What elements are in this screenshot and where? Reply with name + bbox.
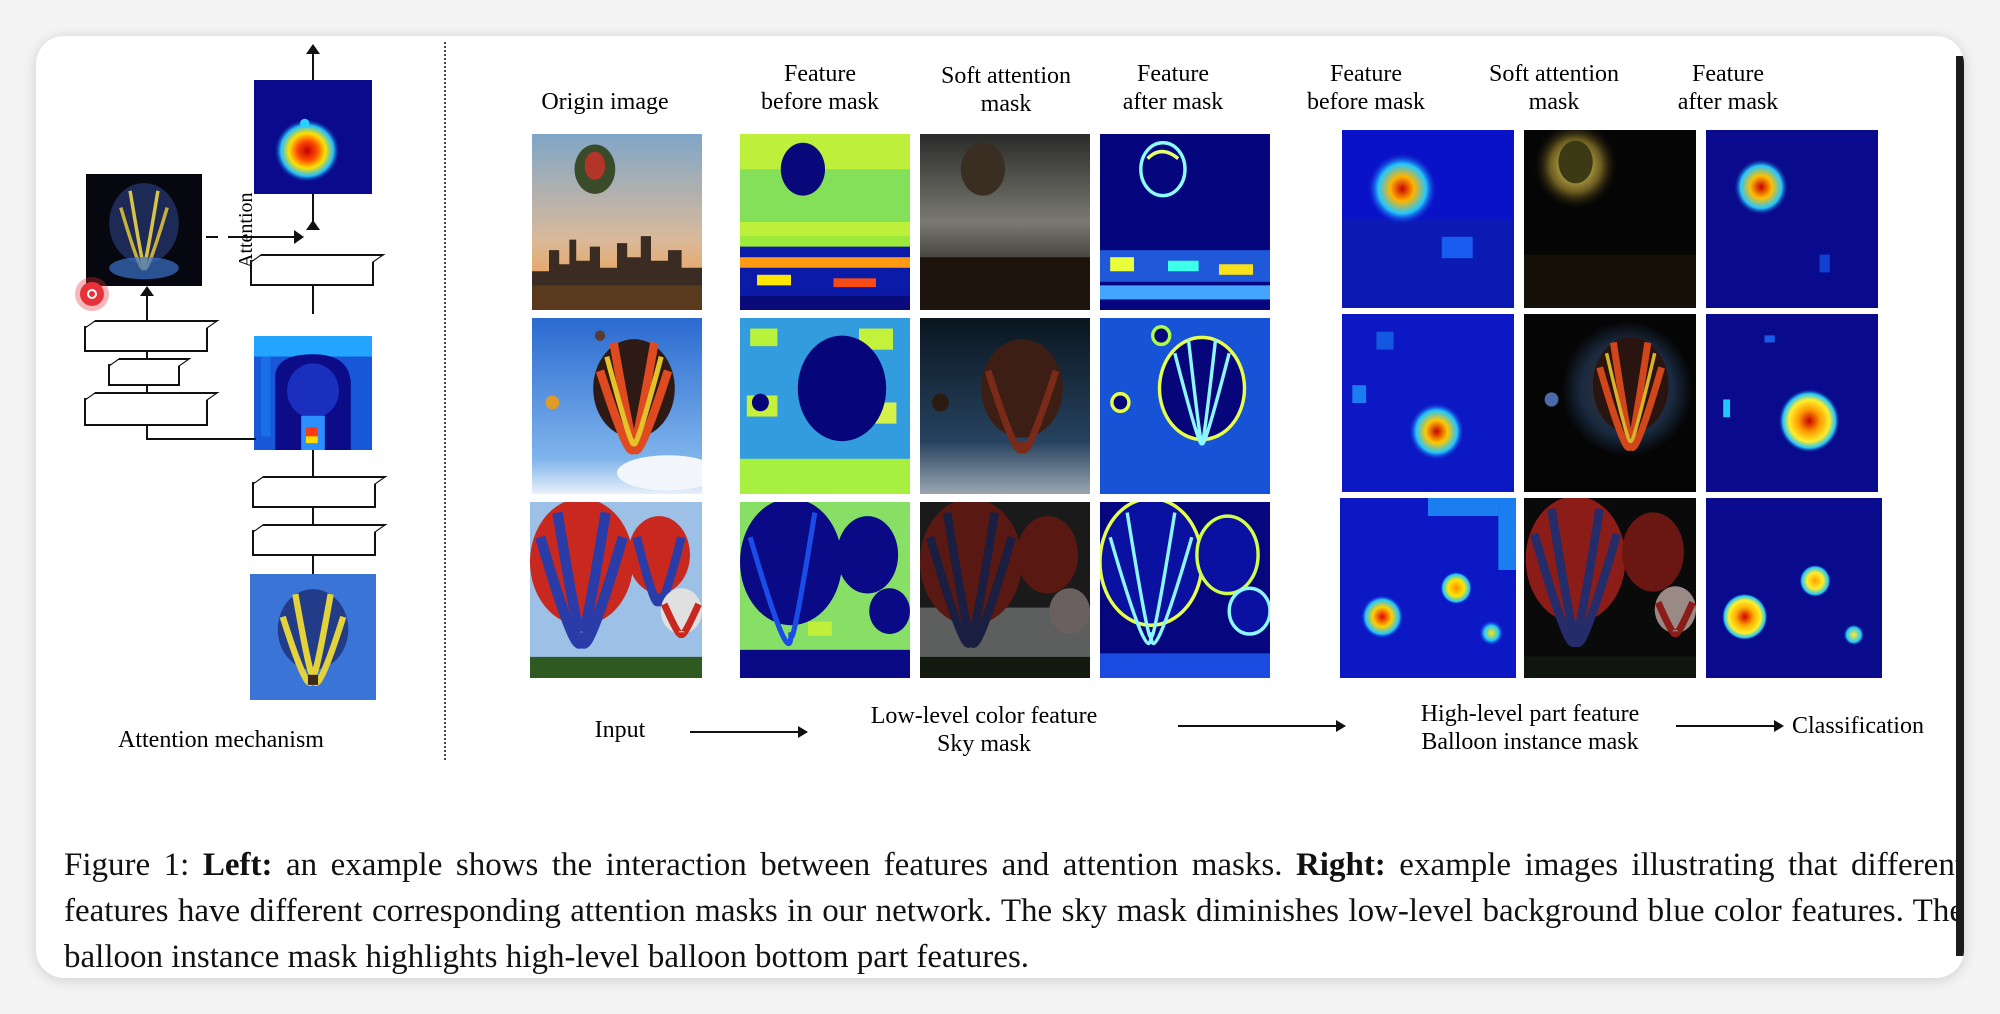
feature-before-mask-highlevel xyxy=(1342,314,1514,492)
feature-after-mask-highlevel xyxy=(1706,130,1878,308)
feature-after-mask-highlevel xyxy=(1706,498,1882,678)
pipeline-arrow xyxy=(1178,725,1338,727)
feature-before-mask-lowlevel xyxy=(740,502,910,678)
pipeline-input: Input xyxy=(594,717,646,743)
column-header: Origin image xyxy=(541,89,669,115)
feature-after-mask-highlevel xyxy=(1706,314,1878,492)
feature-after-mask-lowlevel xyxy=(1100,502,1270,678)
figure-caption: Figure 1: Left: an example shows the int… xyxy=(64,847,1964,975)
layer-block xyxy=(250,260,374,286)
feature-before-mask-lowlevel xyxy=(740,134,910,310)
origin-image-cityscape xyxy=(532,134,702,310)
attention-mask-heatmap xyxy=(254,336,372,450)
layer-block xyxy=(84,398,208,426)
output-arrow-line xyxy=(312,52,314,82)
left-panel-title: Attention mechanism xyxy=(118,727,324,753)
attention-input-image xyxy=(86,174,202,286)
soft-attention-mask-sky xyxy=(920,318,1090,494)
feature-after-mask-lowlevel xyxy=(1100,134,1270,310)
soft-attention-mask-sky xyxy=(920,502,1090,678)
balloon-input-image xyxy=(250,574,376,700)
soft-attention-mask-balloon xyxy=(1524,498,1696,678)
scrollbar[interactable] xyxy=(1956,56,1964,956)
attention-output-heatmap xyxy=(254,80,372,194)
feature-after-mask-lowlevel xyxy=(1100,318,1270,494)
layer-block xyxy=(108,364,180,386)
soft-attention-mask-balloon xyxy=(1524,130,1696,308)
mouse-cursor-indicator xyxy=(80,282,104,306)
pipeline-arrow xyxy=(1676,725,1776,727)
pipeline-arrow xyxy=(690,731,800,733)
origin-image-blue-sky xyxy=(532,318,702,494)
pipeline-output: Classification xyxy=(1792,713,1924,739)
soft-attention-mask-balloon xyxy=(1524,314,1696,492)
feature-before-mask-highlevel xyxy=(1340,498,1516,678)
feature-before-mask-lowlevel xyxy=(740,318,910,494)
layer-block xyxy=(252,482,376,508)
layer-block xyxy=(252,530,376,556)
figure-card: Attention xyxy=(36,36,1964,978)
layer-block xyxy=(84,326,208,352)
origin-image-striped-balloons xyxy=(530,502,702,678)
soft-attention-mask-sky xyxy=(920,134,1090,310)
output-arrow-head xyxy=(306,44,320,54)
feature-before-mask-highlevel xyxy=(1342,130,1514,308)
panel-divider xyxy=(444,42,446,760)
